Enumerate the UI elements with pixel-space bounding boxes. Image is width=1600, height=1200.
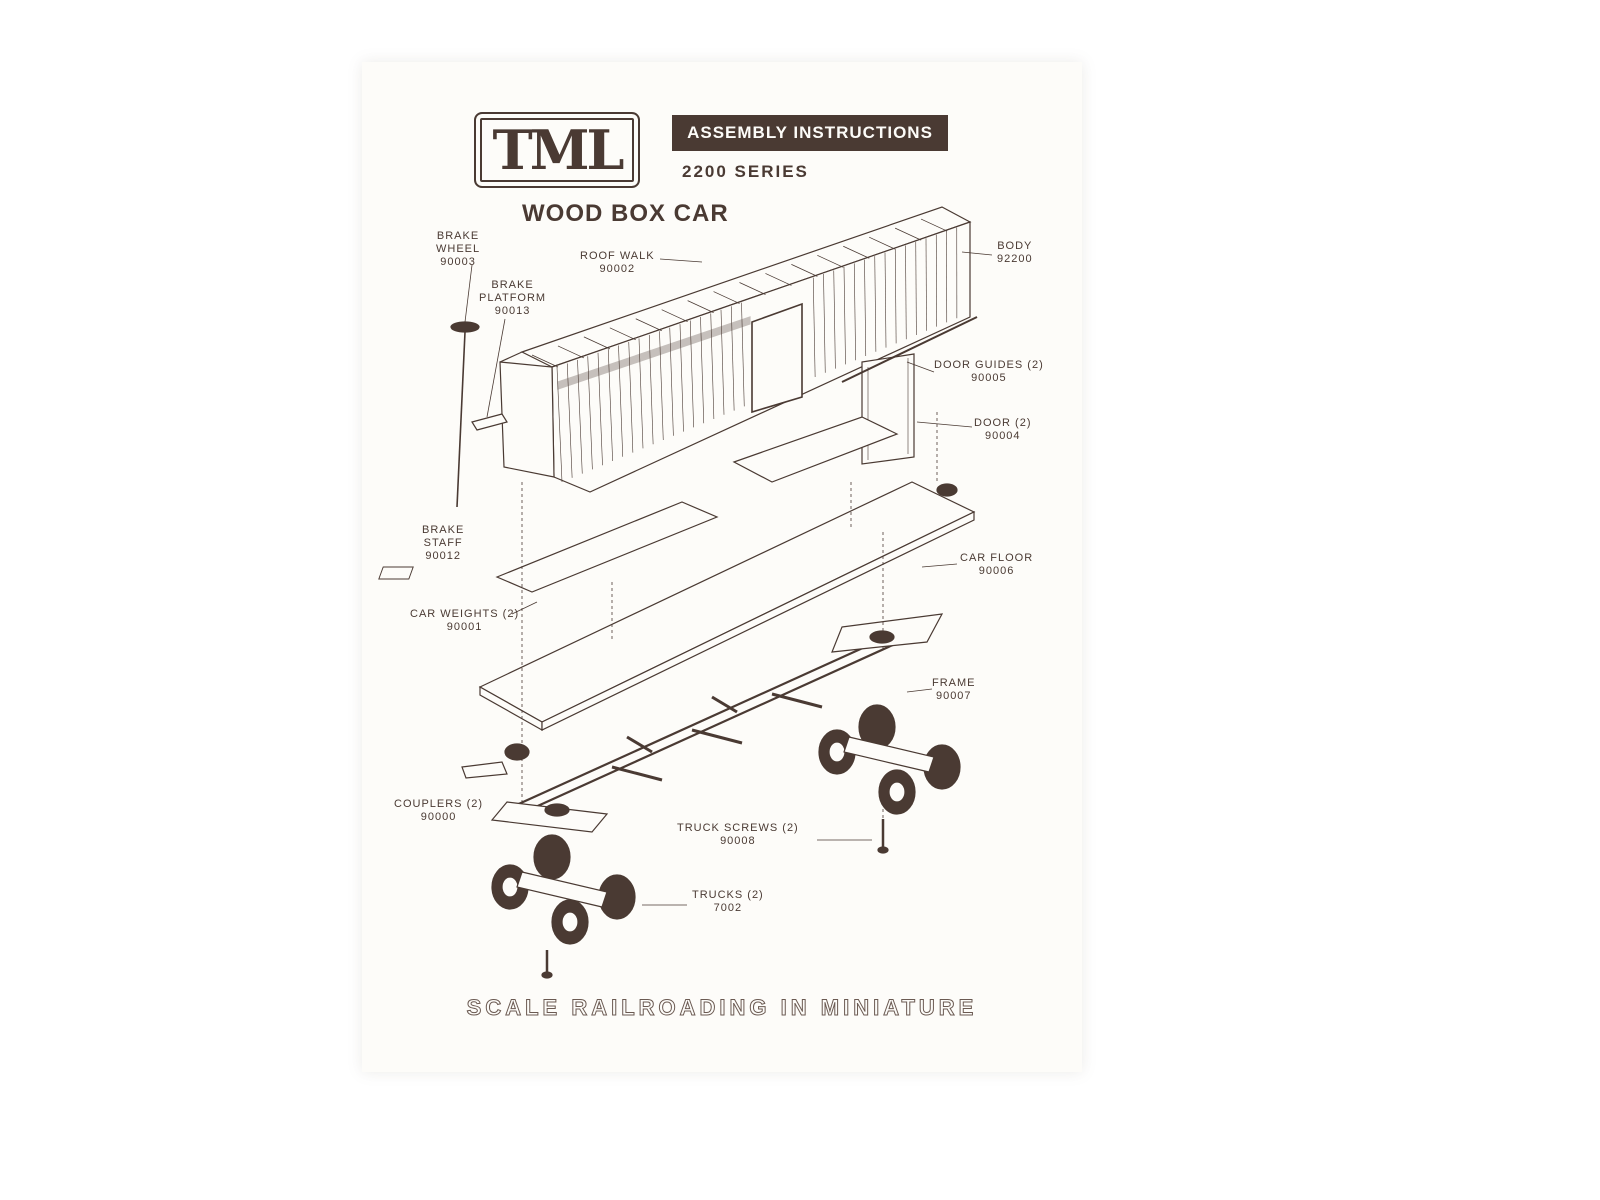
body-rib: [833, 270, 836, 369]
body-rib: [679, 324, 684, 432]
frame-crossbar: [611, 765, 663, 782]
page-title: WOOD BOX CAR: [522, 200, 729, 227]
body-rib: [720, 309, 725, 415]
assembly-instructions-banner: ASSEMBLY INSTRUCTIONS: [672, 115, 948, 151]
exploded-view-drawing: [378, 206, 993, 979]
roof-slat: [920, 218, 948, 232]
roof-slat: [609, 327, 636, 341]
label-door: DOOR (2)90004: [974, 417, 1032, 442]
truck-screws-drawing: [541, 819, 889, 979]
roof-slat: [531, 354, 559, 368]
body-rib: [669, 327, 674, 436]
roof-slat: [687, 300, 714, 313]
body-rib: [689, 320, 694, 428]
roof-slat: [817, 254, 844, 268]
brake-wheel-drawing: [450, 321, 480, 508]
box-car-body-drawing: [499, 206, 972, 493]
body-rib: [566, 363, 573, 478]
body-rib: [874, 256, 877, 352]
roof-slat: [739, 282, 766, 295]
label-truck-screws: TRUCK SCREWS (2)90008: [677, 822, 799, 847]
couplers-drawing: [461, 483, 958, 779]
body-rib: [618, 345, 624, 457]
body-rib: [884, 252, 887, 348]
body-rib: [905, 245, 907, 340]
body-rib: [587, 356, 593, 470]
frame-crossbar: [711, 695, 738, 714]
label-door-guides: DOOR GUIDES (2)90005: [934, 359, 1044, 384]
roof-slat: [869, 236, 896, 250]
body-rib: [925, 238, 927, 331]
roof-slat: [765, 273, 792, 286]
body-rib: [915, 241, 917, 336]
label-car-weights: CAR WEIGHTS (2)90001: [410, 608, 520, 633]
body-rib: [607, 349, 613, 462]
frame-drawing: [490, 613, 944, 833]
footer-slogan: SCALE RAILROADING IN MINIATURE: [466, 995, 978, 1021]
body-rib: [823, 274, 826, 373]
truck-drawing-front: [491, 834, 636, 945]
roof-slat: [894, 227, 922, 241]
body-rib: [894, 249, 897, 344]
instruction-sheet: TML ASSEMBLY INSTRUCTIONS 2200 SERIES WO…: [362, 62, 1082, 1072]
body-rib: [659, 331, 664, 441]
body-rib: [741, 302, 745, 407]
body-rib: [638, 338, 644, 449]
frame-crossbar: [691, 728, 743, 745]
body-rib: [556, 366, 563, 483]
frame-crossbar: [771, 692, 823, 709]
roof-slat: [791, 264, 818, 277]
door-drawing: [861, 353, 915, 465]
tml-logo: TML: [474, 112, 640, 188]
roof-slat: [661, 309, 688, 323]
body-rib: [597, 352, 603, 466]
body-rib: [853, 263, 856, 361]
roof-slat: [713, 291, 740, 304]
roof-slat: [557, 345, 585, 359]
body-rib: [577, 359, 583, 474]
roof-slat: [583, 336, 611, 350]
label-couplers: COUPLERS (2)90000: [394, 798, 484, 823]
body-rib: [730, 306, 735, 411]
truck-drawing-rear: [818, 704, 961, 815]
roof-slat: [843, 245, 870, 259]
frame-crossbar: [626, 735, 653, 754]
car-floor-drawing: [478, 481, 976, 732]
label-trucks: TRUCKS (2)7002: [692, 889, 764, 914]
logo-text: TML: [492, 118, 625, 182]
body-rib: [700, 316, 705, 424]
series-label: 2200 SERIES: [682, 162, 809, 181]
body-rib: [812, 277, 816, 378]
body-rib: [864, 259, 867, 357]
body-rib: [710, 313, 715, 420]
roof-slat: [635, 318, 662, 332]
body-rib: [628, 341, 634, 453]
body-rib: [843, 266, 846, 365]
body-rib: [648, 334, 654, 445]
